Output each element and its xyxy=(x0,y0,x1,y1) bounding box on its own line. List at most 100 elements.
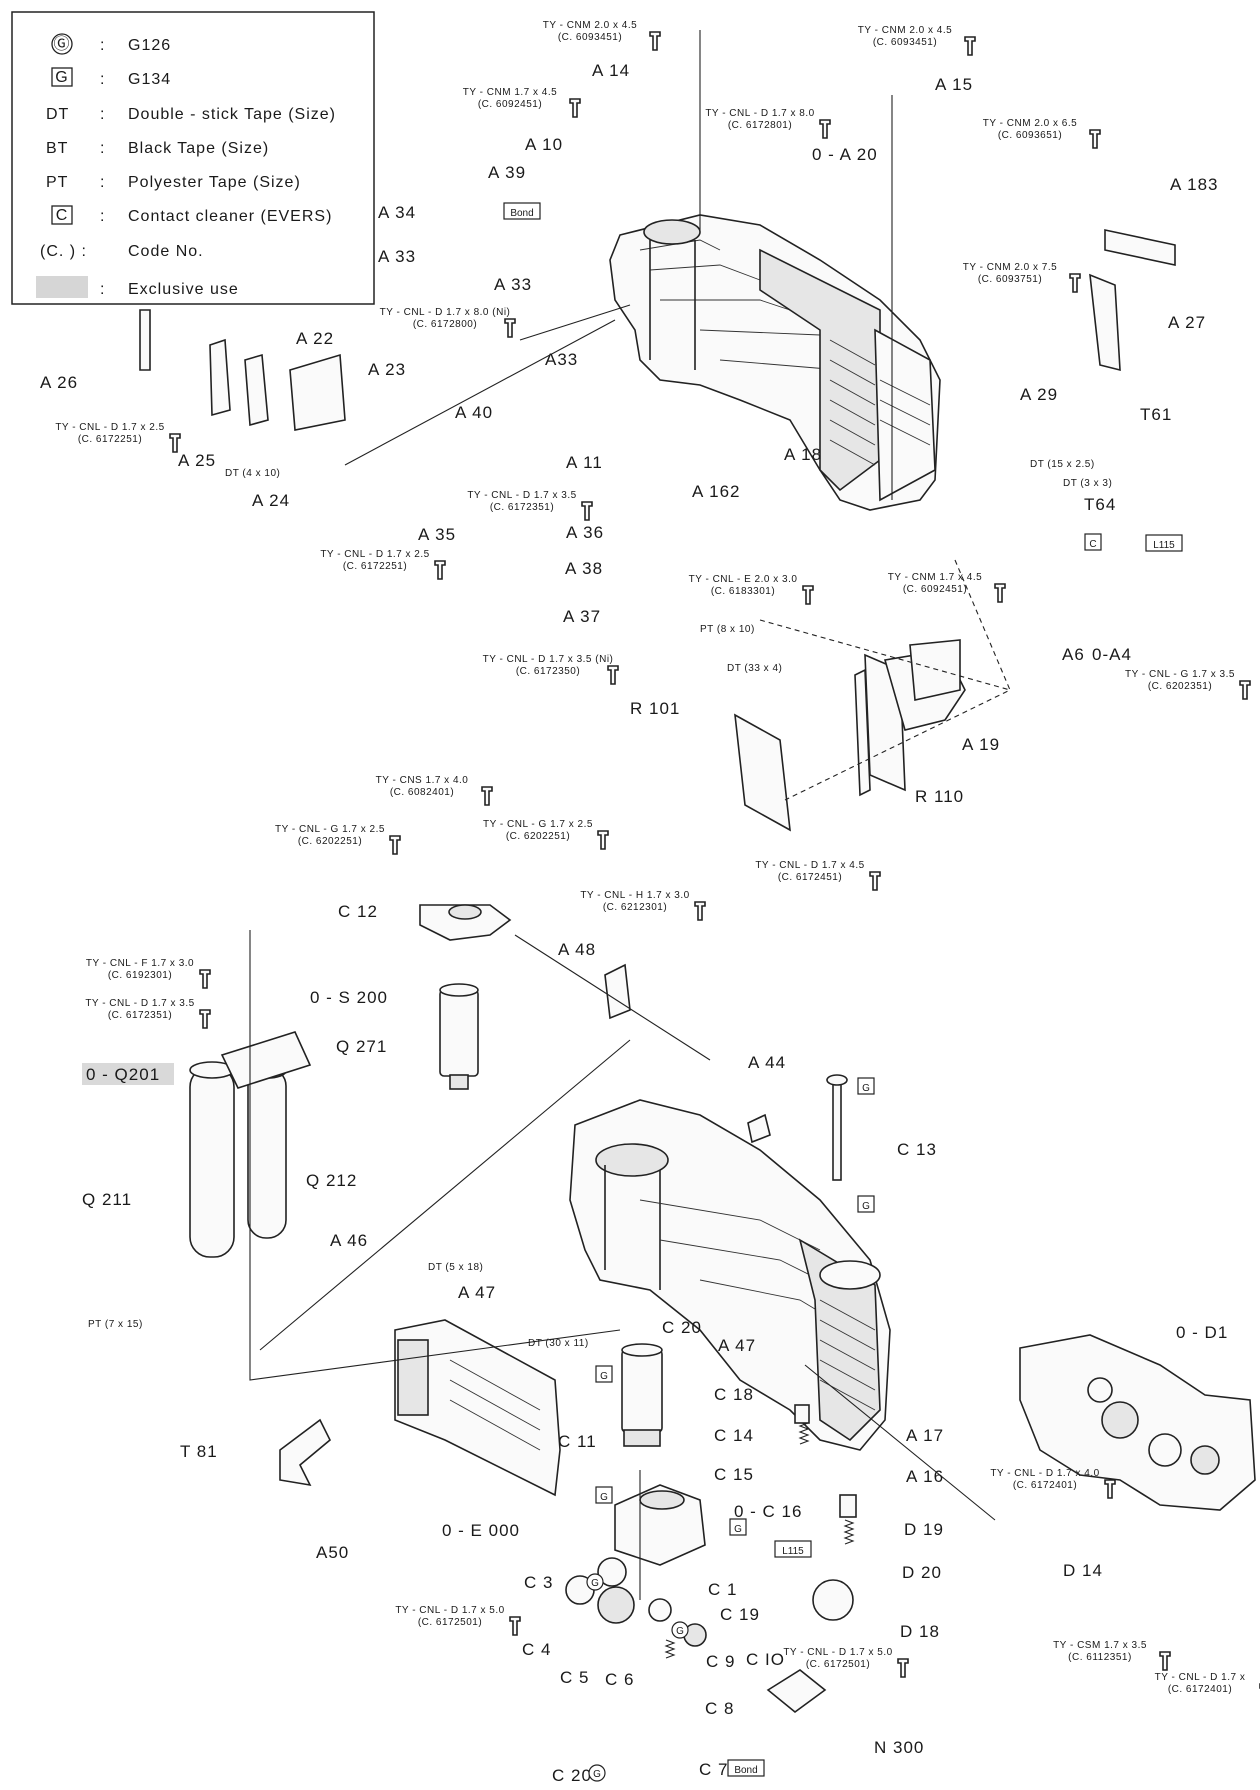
legend-text: G126 xyxy=(128,37,171,54)
screw-icon xyxy=(389,835,401,855)
part-label-a50: A50 xyxy=(316,1543,349,1562)
part-label-a23: A 23 xyxy=(368,360,406,379)
tag-text: G xyxy=(593,1769,601,1780)
part-label-a22: A 22 xyxy=(296,329,334,348)
part-label-c9: C 9 xyxy=(706,1652,735,1671)
part-label-d14: D 14 xyxy=(1063,1561,1103,1580)
capacitor-drawings xyxy=(189,1061,287,1258)
screw-name: TY - CNL - D 1.7 x 8.0 xyxy=(705,108,814,119)
part-label-a10: A 10 xyxy=(525,135,563,154)
legend-symbol: (C. ) : xyxy=(40,243,87,260)
c11-motor-drawing xyxy=(621,1343,663,1447)
part-label-a46: A 46 xyxy=(330,1231,368,1250)
part-label-a25: A 25 xyxy=(178,451,216,470)
legend-symbol: DT xyxy=(46,106,69,123)
screw-code: (C. 6112351) xyxy=(1068,1652,1132,1663)
screw-callout-s10: TY - CNL - D 1.7 x 2.5(C. 6172251) xyxy=(320,549,446,580)
screw-callout-s4: TY - CNL - D 1.7 x 8.0(C. 6172801) xyxy=(705,108,831,139)
spring-drawings xyxy=(664,1404,857,1659)
screw-code: (C. 6093451) xyxy=(873,37,937,48)
part-label-a40: A 40 xyxy=(455,403,493,422)
tag-text: L115 xyxy=(1153,540,1175,551)
screw-callout-s14: TY - CNL - D 1.7 x 3.5 (Ni)(C. 6172350) xyxy=(483,654,619,685)
screw-icon xyxy=(169,433,181,453)
screw-icon xyxy=(481,786,493,806)
screw-icon xyxy=(1239,680,1251,700)
part-label-a16: A 16 xyxy=(906,1467,944,1486)
part-label-a48: A 48 xyxy=(558,940,596,959)
legend-symbol: PT xyxy=(46,174,68,191)
tag-text: G xyxy=(734,1524,742,1535)
t61-bracket-drawing xyxy=(1089,229,1176,372)
part-label-c12: C 12 xyxy=(338,902,378,921)
screw-code: (C. 6192301) xyxy=(108,970,172,981)
screw-icon xyxy=(199,1009,211,1029)
screw-callout-s11: TY - CNL - E 2.0 x 3.0(C. 6183301) xyxy=(689,574,814,605)
part-label-c20b: C 20 xyxy=(552,1766,592,1785)
screw-callout-s23: TY - CNL - D 1.7 x 5.0(C. 6172501) xyxy=(395,1605,521,1636)
part-label-a34: A 34 xyxy=(378,203,416,222)
screw-name: TY - CNL - H 1.7 x 3.0 xyxy=(580,890,689,901)
part-label-d20: D 20 xyxy=(902,1563,942,1582)
legend-row-g126: Ⓖ : G126 xyxy=(51,33,171,55)
screw-callout-s22: TY - CNL - D 1.7 x 4.0(C. 6172401) xyxy=(990,1468,1116,1499)
part-label-a36: A 36 xyxy=(566,523,604,542)
screw-callout-s1: TY - CNM 2.0 x 4.5(C. 6093451) xyxy=(543,20,661,51)
part-label-t61: T61 xyxy=(1140,405,1172,424)
part-label-r101: R 101 xyxy=(630,699,680,718)
part-label-c18: C 18 xyxy=(714,1385,754,1404)
tag-g1: G xyxy=(857,1077,875,1095)
part-label-n300: N 300 xyxy=(874,1738,924,1757)
screw-name: TY - CNL - D 1.7 x 2.5 xyxy=(55,422,164,433)
screw-name: TY - CNL - D 1.7 x 4.0 xyxy=(990,1468,1099,1479)
screw-callout-s2: TY - CNM 2.0 x 4.5(C. 6093451) xyxy=(858,25,976,56)
part-label-a33c: A33 xyxy=(545,350,578,369)
screw-callout-s17: TY - CNL - G 1.7 x 2.5(C. 6202251) xyxy=(275,824,401,855)
part-label-c4: C 4 xyxy=(522,1640,551,1659)
screw-name: TY - CNM 1.7 x 4.5 xyxy=(888,572,982,583)
legend-text: Black Tape (Size) xyxy=(128,140,269,157)
part-label-oa20: 0 - A 20 xyxy=(812,145,878,164)
screw-icon xyxy=(802,585,814,605)
part-label-a38: A 38 xyxy=(565,559,603,578)
part-label-oe000: 0 - E 000 xyxy=(442,1521,520,1540)
screw-code: (C. 6092451) xyxy=(903,584,967,595)
screw-code: (C. 6172501) xyxy=(418,1617,482,1628)
tag-text: G xyxy=(600,1371,608,1382)
screw-name: TY - CNL - D 1.7 x 3.5 xyxy=(467,490,576,501)
screw-name: TY - CNL - D 1.7 x 8.0 (Ni) xyxy=(380,307,511,318)
screw-callout-s8: TY - CNL - D 1.7 x 2.5(C. 6172251) xyxy=(55,422,181,453)
part-label-a15: A 15 xyxy=(935,75,973,94)
part-label-a39: A 39 xyxy=(488,163,526,182)
tape-label-t4: PT (8 x 10) xyxy=(700,624,755,635)
screw-name: TY - CNL - D 1.7 x xyxy=(1155,1672,1246,1683)
screw-icon xyxy=(597,830,609,850)
screw-name: TY - CNL - D 1.7 x 2.5 xyxy=(320,549,429,560)
part-label-a47a: A 47 xyxy=(458,1283,496,1302)
tag-l115a: L115 xyxy=(1145,534,1183,552)
screw-code: (C. 6172800) xyxy=(413,319,477,330)
screw-icon xyxy=(694,901,706,921)
tag-gc1: G xyxy=(586,1573,604,1591)
screw-callout-s12: TY - CNM 1.7 x 4.5(C. 6092451) xyxy=(888,572,1006,603)
screw-code: (C. 6172451) xyxy=(778,872,842,883)
part-label-c6: C 6 xyxy=(605,1670,634,1689)
legend-row-code-no: (C. ) : Code No. xyxy=(40,243,203,260)
part-label-a18: A 18 xyxy=(784,445,822,464)
part-label-a24: A 24 xyxy=(252,491,290,510)
part-label-c8: C 8 xyxy=(705,1699,734,1718)
screw-callout-s9: TY - CNL - D 1.7 x 3.5(C. 6172351) xyxy=(467,490,593,521)
part-label-a33b: A 33 xyxy=(494,275,532,294)
legend-sep: : xyxy=(100,71,105,88)
legend-sep: : xyxy=(100,140,105,157)
part-label-a29: A 29 xyxy=(1020,385,1058,404)
screw-name: TY - CNL - D 1.7 x 5.0 xyxy=(783,1647,892,1658)
part-label-c11: C 11 xyxy=(558,1432,597,1451)
part-label-c7: C 7 xyxy=(699,1760,728,1779)
part-label-d19: D 19 xyxy=(904,1520,944,1539)
legend-sep: : xyxy=(100,174,105,191)
legend-sep: : xyxy=(100,106,105,123)
legend-text: Polyester Tape (Size) xyxy=(128,174,301,191)
part-label-t81: T 81 xyxy=(180,1442,218,1461)
part-label-a11: A 11 xyxy=(566,453,603,472)
